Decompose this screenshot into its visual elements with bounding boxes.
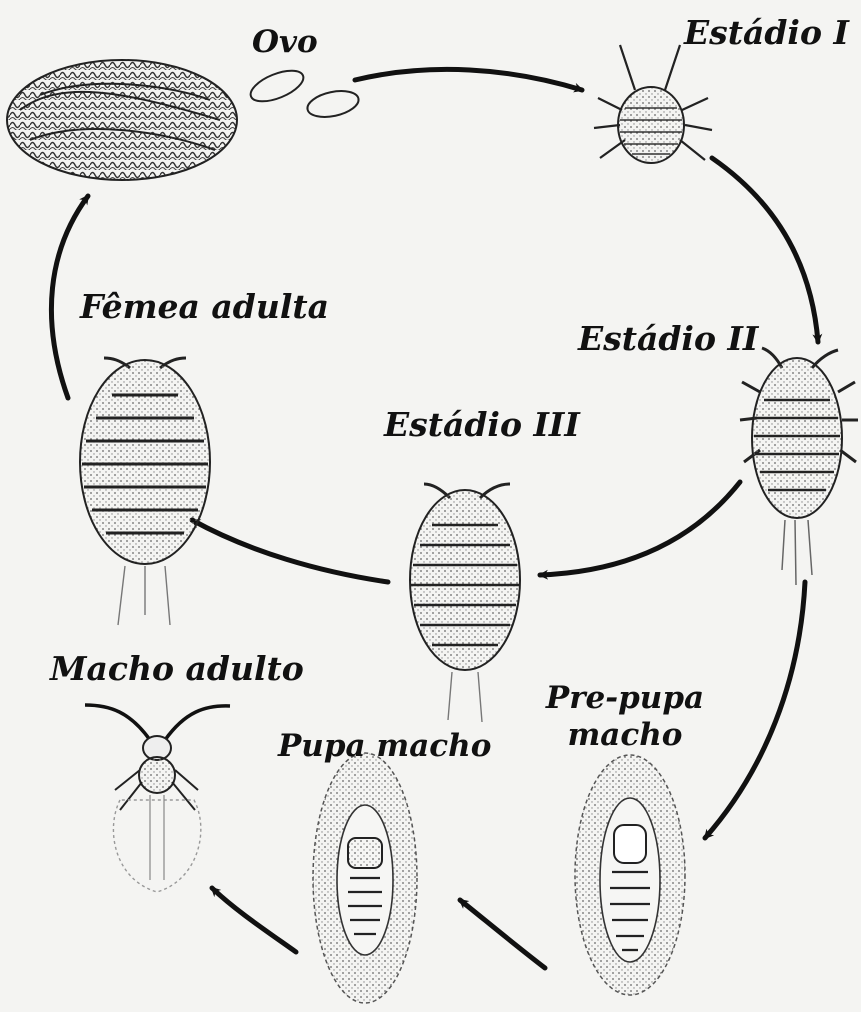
label-pre-pupa-macho: Pre-pupa macho [540, 682, 710, 751]
label-estadio-3: Estádio III [384, 408, 580, 443]
arrow-pupa-to-macho [212, 888, 296, 952]
pupa-macho-illustration [313, 753, 417, 1003]
label-pupa-macho: Pupa macho [278, 730, 491, 763]
label-estadio-1: Estádio I [684, 16, 849, 51]
pre-pupa-macho-illustration [575, 755, 685, 995]
label-femea-adulta: Fêmea adulta [80, 290, 329, 325]
eggs-illustration [247, 64, 361, 121]
label-macho-adulto: Macho adulto [50, 652, 304, 687]
ovisac-illustration [7, 60, 237, 180]
label-pre-pupa-line1: Pre-pupa [540, 682, 710, 715]
femea-adulta-illustration [80, 358, 210, 625]
label-pre-pupa-line2: macho [540, 719, 710, 752]
arrow-estadio-2-to-estadio-3 [540, 482, 740, 575]
arrow-estadio-3-to-femea [192, 520, 388, 582]
label-ovo: Ovo [252, 26, 318, 59]
estadio-1-illustration [594, 45, 712, 163]
estadio-2-illustration [740, 348, 858, 585]
arrow-estadio-1-to-estadio-2 [712, 158, 818, 342]
estadio-3-illustration [410, 484, 520, 722]
arrow-estadio-2-to-pre-pupa [705, 582, 805, 838]
arrow-pre-pupa-to-pupa [460, 900, 545, 968]
label-estadio-2: Estádio II [578, 322, 758, 357]
macho-adulto-illustration [85, 705, 230, 892]
arrow-ovo-to-estadio-1 [355, 69, 582, 90]
